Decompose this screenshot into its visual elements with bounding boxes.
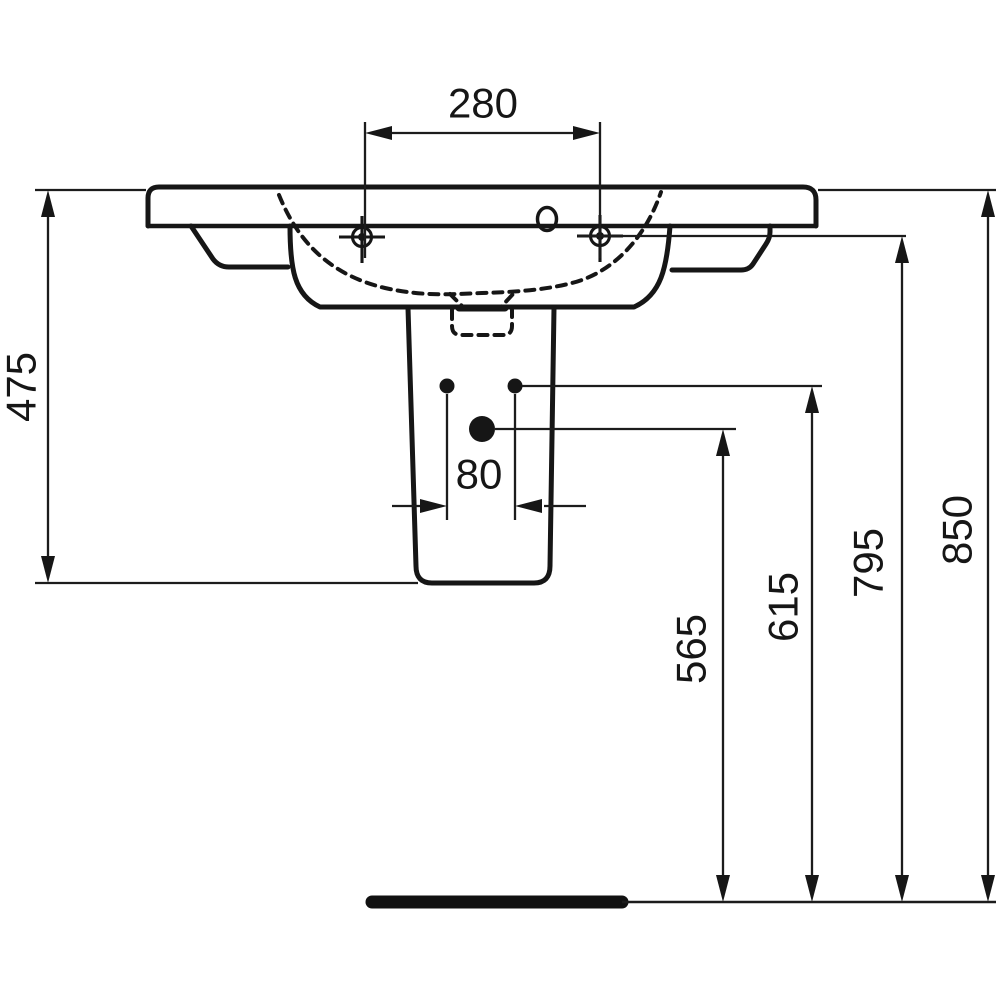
dim-565: 565 bbox=[495, 427, 736, 902]
dim-label-795: 795 bbox=[845, 528, 892, 598]
dim-280: 280 bbox=[363, 80, 602, 258]
dim-615: 615 bbox=[522, 384, 822, 902]
dim-label-850: 850 bbox=[934, 495, 981, 565]
basin-right-wing bbox=[669, 223, 773, 273]
dim-80: 80 bbox=[392, 394, 586, 520]
pedestal-outline bbox=[405, 305, 557, 586]
dim-label-280: 280 bbox=[448, 80, 518, 127]
drain-outlet-dashed bbox=[450, 308, 514, 337]
tap-hole-left-marker bbox=[339, 216, 385, 263]
bowl-hidden-curve bbox=[277, 190, 663, 297]
dim-label-615: 615 bbox=[760, 572, 807, 642]
basin-rim-outline bbox=[145, 184, 819, 229]
dim-850: 850 bbox=[818, 188, 996, 902]
overflow-hole bbox=[535, 205, 559, 233]
dim-label-475: 475 bbox=[0, 352, 45, 422]
fixing-hole-right bbox=[507, 378, 523, 394]
dim-label-80: 80 bbox=[456, 451, 503, 498]
basin-left-wing bbox=[188, 223, 291, 270]
fixing-hole-left bbox=[439, 378, 455, 394]
dim-475: 475 bbox=[0, 188, 418, 585]
waste-hole bbox=[469, 416, 495, 442]
dim-795: 795 bbox=[578, 234, 909, 902]
dim-label-565: 565 bbox=[668, 614, 715, 684]
